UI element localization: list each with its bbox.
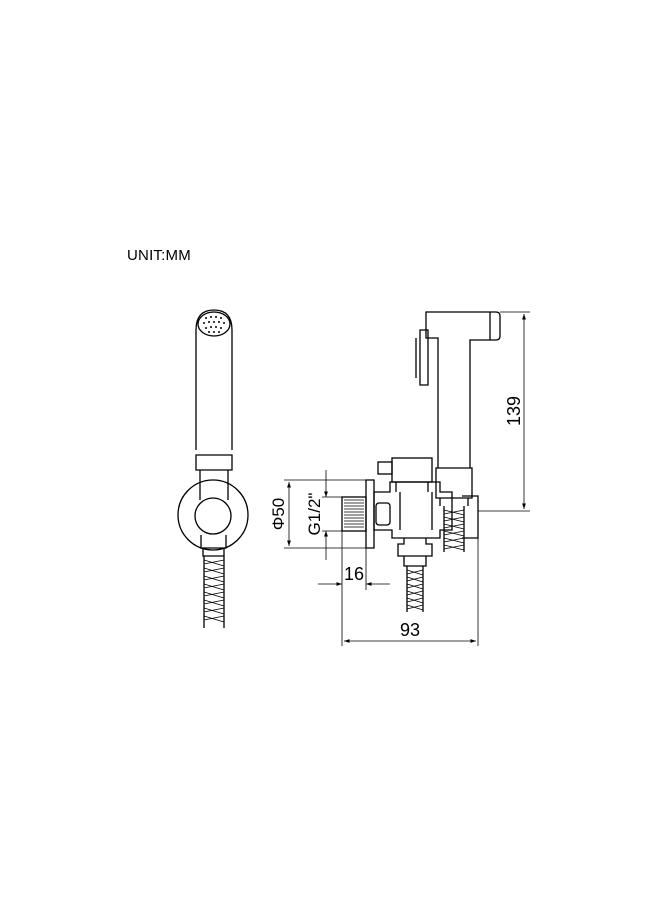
sprayer-nozzle-face: [197, 311, 231, 337]
side-flange: [365, 479, 375, 549]
valve-stem: [391, 457, 433, 483]
valve-body: [373, 481, 453, 539]
dim-width-label: 93: [400, 620, 420, 640]
holder-bracket: [462, 495, 479, 539]
dim-depth-label: 16: [344, 564, 364, 584]
unit-label: UNIT:MM: [127, 247, 191, 264]
sprayer-side: [425, 311, 501, 468]
dim-flange-diameter-label: Φ50: [269, 498, 288, 530]
holder-knob: [194, 497, 232, 535]
dim-thread-label: G1/2": [305, 493, 324, 536]
sprayer-body: [195, 309, 233, 450]
nozzle-holes: [203, 316, 225, 333]
dimensions: 139 Φ50 G1/2" 16 93: [269, 311, 530, 646]
wall-flange: [177, 479, 249, 551]
valve-lever: [377, 461, 393, 475]
dim-height-label: 139: [504, 396, 524, 426]
front-view: [177, 309, 249, 628]
side-view: [341, 311, 501, 612]
thread-hatch: [344, 499, 364, 528]
